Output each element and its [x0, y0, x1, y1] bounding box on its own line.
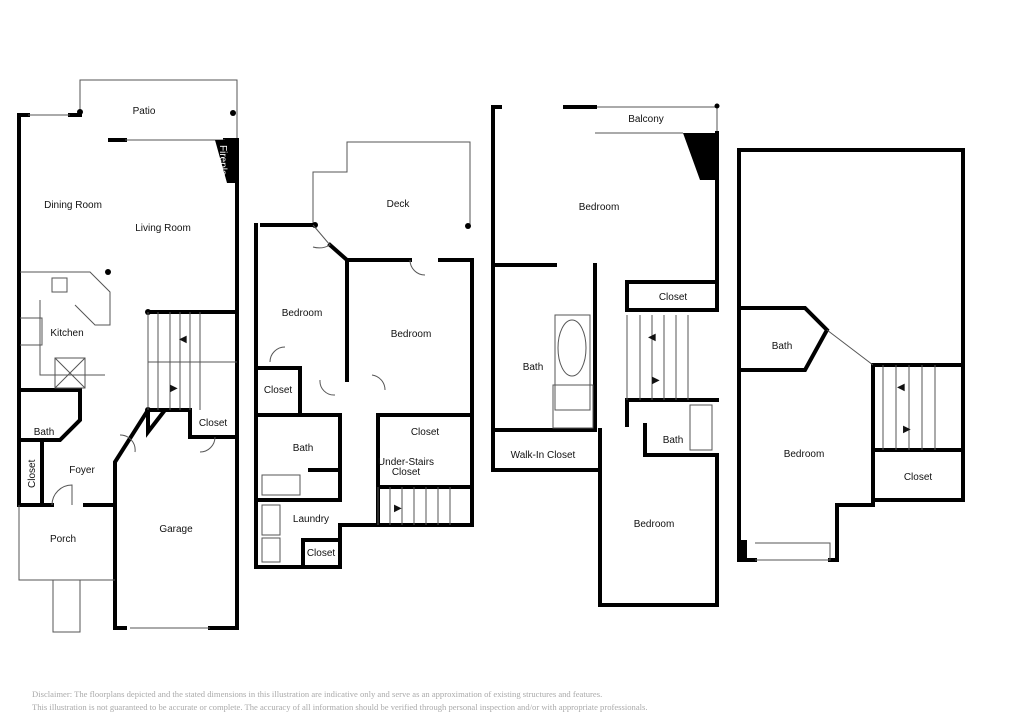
- floor-2: ▶ Deck Bedroom Bedroom Closet Bath Close…: [254, 141, 474, 569]
- stair-arrow-up: ◀: [179, 334, 187, 345]
- floor-1: ◀ ▶ Patio Fireplace Dining Room Living R…: [17, 79, 239, 633]
- room-label: Closet: [904, 472, 933, 483]
- floor-3: ◀ ▶ Balcony Fireplace Bedroom Closet Bat…: [491, 103, 720, 607]
- patio-outline: [79, 79, 238, 140]
- room-label: Porch: [50, 534, 76, 545]
- room-label: Closet: [659, 292, 688, 303]
- room-label: Bath: [772, 341, 793, 352]
- room-label: Deck: [387, 199, 411, 210]
- stair-arrow: ▶: [394, 503, 402, 514]
- fixtures: [261, 474, 451, 563]
- room-label: Fireplace: [217, 145, 228, 187]
- door-swings: [51, 434, 216, 506]
- room-label: Foyer: [69, 465, 95, 476]
- room-label: Bedroom: [282, 308, 323, 319]
- room-label: Living Room: [135, 223, 191, 234]
- door-swings: [269, 224, 426, 396]
- floor-1-walls: [17, 113, 239, 630]
- floor-4-walls: [737, 148, 965, 562]
- room-label: Laundry: [293, 514, 329, 525]
- stair-arrow: ◀: [897, 382, 905, 393]
- floor-1-interior-walls: [17, 388, 239, 507]
- room-label: Bath: [663, 435, 684, 446]
- room-label: Bath: [34, 427, 55, 438]
- bathtub-icon: [557, 319, 587, 377]
- room-label: Closet: [307, 548, 336, 559]
- disclaimer-line-1: Disclaimer: The floorplans depicted and …: [32, 689, 603, 699]
- fireplace-icon: [683, 133, 717, 180]
- fixtures: [552, 314, 713, 451]
- room-label: Bath: [293, 443, 314, 454]
- stair-arrow-down: ▶: [170, 383, 178, 394]
- room-label: Bedroom: [634, 519, 675, 530]
- floor-4: ◀ ▶ Bath Bedroom Closet: [737, 148, 965, 562]
- room-label: Garage: [159, 524, 193, 535]
- room-label: Bedroom: [579, 202, 620, 213]
- stair-arrow: ▶: [903, 424, 911, 435]
- fixtures: [755, 329, 936, 561]
- kitchen-fixtures: [20, 271, 111, 389]
- room-label: Under-Stairs: [378, 457, 434, 468]
- stairs: [147, 312, 237, 410]
- stair-arrow: ◀: [648, 332, 656, 343]
- room-label: Bedroom: [391, 329, 432, 340]
- room-label: Closet: [264, 385, 293, 396]
- floor-3-walls: [491, 105, 719, 607]
- room-label: Fireplace: [665, 134, 676, 176]
- deck-outline: [312, 141, 471, 225]
- room-label: Closet: [411, 427, 440, 438]
- room-label: Closet: [199, 418, 228, 429]
- room-label: Walk-In Closet: [511, 450, 576, 461]
- fireplace-icon: [215, 140, 237, 183]
- room-label: Balcony: [628, 114, 664, 125]
- windows: [28, 114, 225, 629]
- room-label: Closet: [392, 467, 421, 478]
- room-label: Patio: [133, 106, 156, 117]
- floor-2-walls: [254, 223, 474, 569]
- room-label: Kitchen: [50, 328, 83, 339]
- porch-outline: [18, 505, 115, 633]
- room-label: Bath: [523, 362, 544, 373]
- disclaimer-line-2: This illustration is not guaranteed to b…: [32, 702, 648, 712]
- stair-arrow: ▶: [652, 375, 660, 386]
- room-label: Dining Room: [44, 200, 102, 211]
- room-label: Bedroom: [784, 449, 825, 460]
- room-label: Closet: [27, 459, 38, 488]
